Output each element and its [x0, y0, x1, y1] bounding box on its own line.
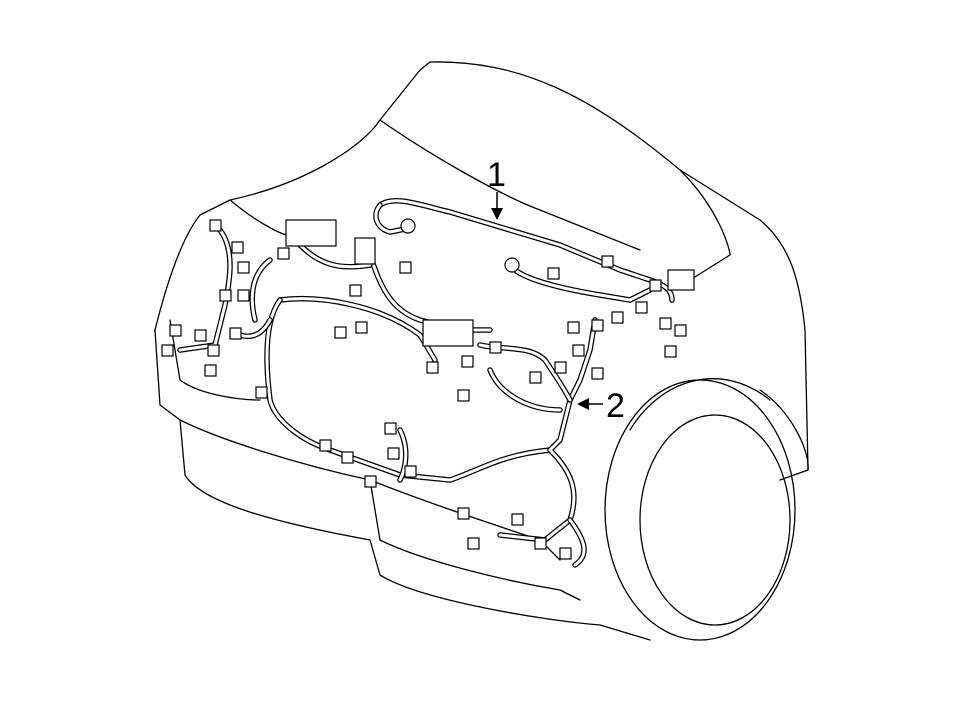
callout-1-arrow	[491, 192, 503, 220]
callout-2-label: 2	[606, 387, 625, 425]
callout-2-arrow	[577, 398, 603, 410]
connectors	[161, 218, 695, 560]
wiring-harness-main	[177, 198, 675, 568]
callout-1-label: 1	[487, 156, 506, 194]
